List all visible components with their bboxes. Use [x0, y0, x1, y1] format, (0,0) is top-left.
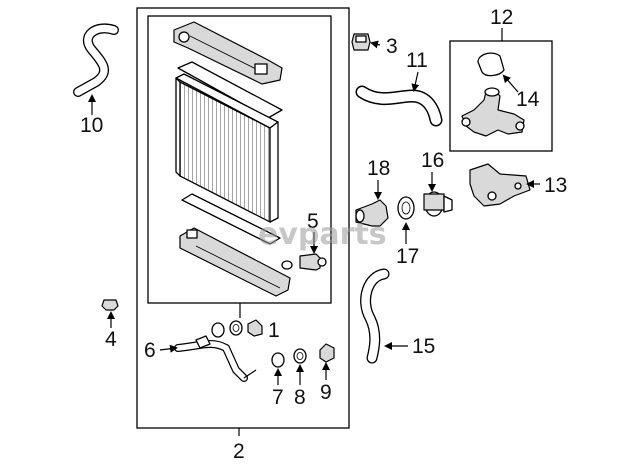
inlet-part-18 — [355, 199, 389, 227]
callout-7: 7 — [272, 386, 284, 409]
cap-part-14 — [477, 52, 505, 77]
washer-part-8 — [293, 348, 307, 364]
kit-outer-frame — [136, 7, 350, 429]
callout-11: 11 — [406, 49, 428, 72]
leader-6 — [159, 344, 178, 353]
washer-part-7 — [271, 352, 285, 368]
hose-part-10 — [74, 24, 118, 96]
gasket-part-17 — [397, 196, 415, 220]
callout-13: 13 — [544, 174, 567, 197]
lower-tank-gasket — [181, 193, 281, 245]
callout-8: 8 — [294, 386, 306, 409]
callout-12: 12 — [490, 6, 513, 29]
bracket-part-13 — [469, 163, 531, 207]
drain-cock-part-5 — [281, 253, 327, 271]
callout-14: 14 — [516, 88, 540, 111]
pipe-part-6 — [174, 335, 257, 382]
watermark: evparts — [258, 217, 387, 252]
callout-1: 1 — [268, 319, 280, 342]
water-outlet-group-frame — [449, 40, 553, 152]
callout-17: 17 — [396, 245, 419, 268]
callout-5: 5 — [307, 210, 319, 233]
hose-part-11 — [357, 87, 441, 125]
radiator-core — [175, 73, 279, 224]
callout-6: 6 — [144, 339, 156, 362]
thermostat-part-16 — [423, 191, 453, 217]
callout-10: 10 — [80, 114, 103, 137]
callout-16: 16 — [421, 149, 444, 172]
radiator-upper-tank — [173, 21, 283, 85]
callout-4: 4 — [105, 328, 117, 351]
radiator-lower-tank — [179, 227, 291, 297]
nut-part-9 — [319, 343, 335, 363]
leader-3 — [370, 40, 381, 49]
callout-18: 18 — [367, 157, 390, 180]
callout-3: 3 — [386, 35, 398, 58]
cap-part-3 — [351, 33, 371, 51]
washer-set-1 — [211, 319, 263, 338]
callout-2: 2 — [233, 440, 245, 463]
hose-part-15 — [361, 269, 389, 363]
grommet-part-4 — [101, 299, 119, 311]
callout-9: 9 — [320, 381, 332, 404]
callout-15: 15 — [412, 335, 435, 358]
leader-11 — [411, 71, 420, 92]
leader-14 — [502, 74, 519, 93]
water-outlet-housing — [461, 87, 525, 137]
